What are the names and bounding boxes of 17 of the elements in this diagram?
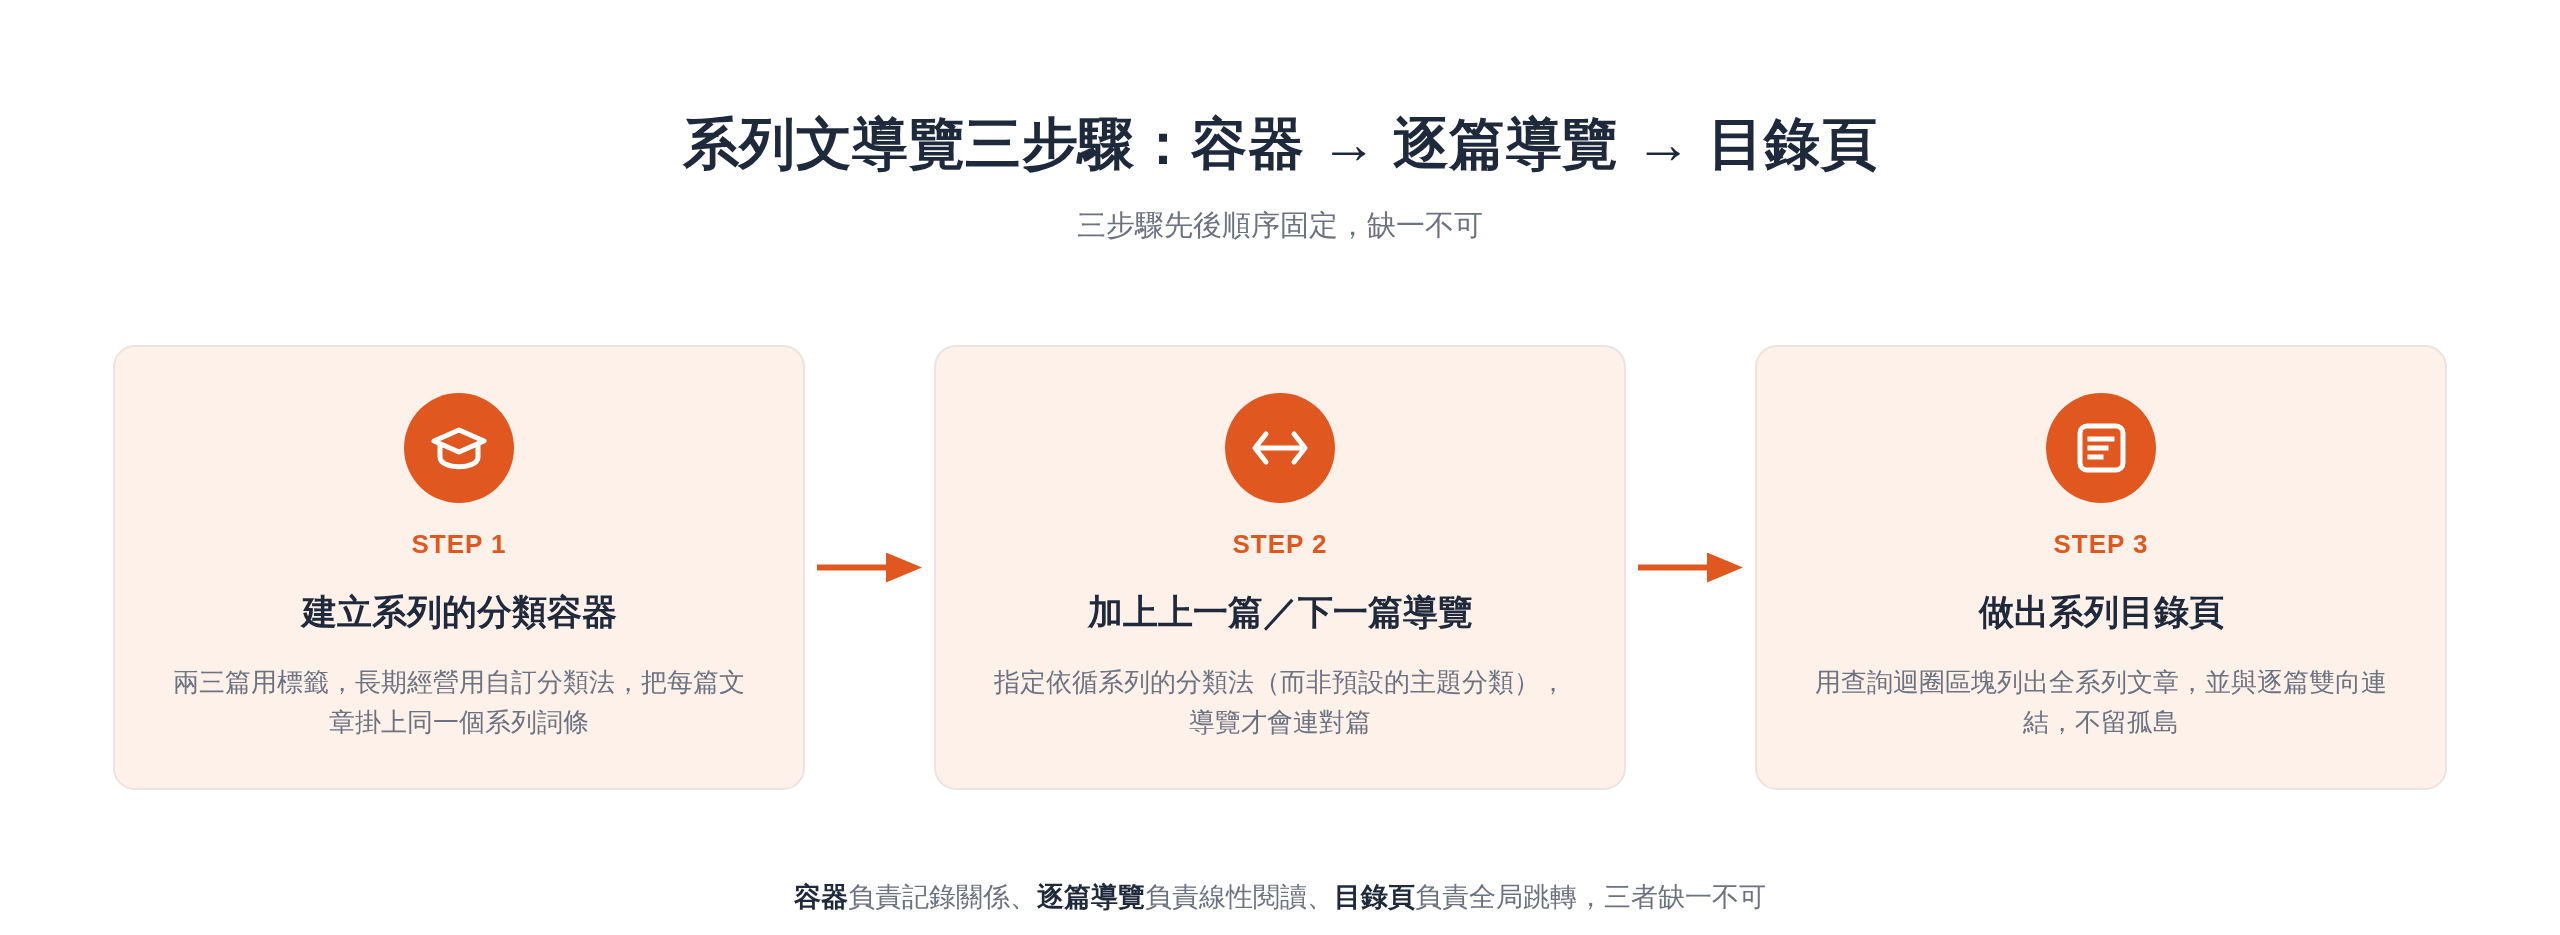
caption-text: 容器負責記錄關係、逐篇導覽負責線性閱讀、目錄頁負責全局跳轉，三者缺一不可 [794, 881, 1766, 914]
arrow [1638, 552, 1743, 583]
step-title: 建立系列的分類容器 [301, 591, 617, 633]
step-label: STEP 2 [1232, 529, 1328, 560]
subtitle: 三步驟先後順序固定，缺一不可 [1077, 208, 1483, 243]
step-description: 兩三篇用標籤，長期經營用自訂分類法，把每篇文章掛上同一個系列詞條 [172, 666, 746, 739]
step-description: 指定依循系列的分類法（而非預設的主題分類），導覽才會連對篇 [993, 666, 1567, 739]
step-title: 做出系列目錄頁 [1978, 591, 2224, 633]
step-card [934, 345, 1626, 790]
diagram-title: 系列文導覽三步驟：容器 → 逐篇導覽 → 目錄頁 [682, 111, 1878, 177]
step-title: 加上上一篇／下一篇導覽 [1087, 591, 1473, 633]
step-label: STEP 3 [2053, 529, 2149, 560]
step-card [1755, 345, 2447, 790]
step-label: STEP 1 [411, 529, 507, 560]
step-card [113, 345, 805, 790]
arrow [817, 552, 922, 583]
step-description: 用查詢迴圈區塊列出全系列文章，並與逐篇雙向連結，不留孤島 [1814, 666, 2388, 739]
